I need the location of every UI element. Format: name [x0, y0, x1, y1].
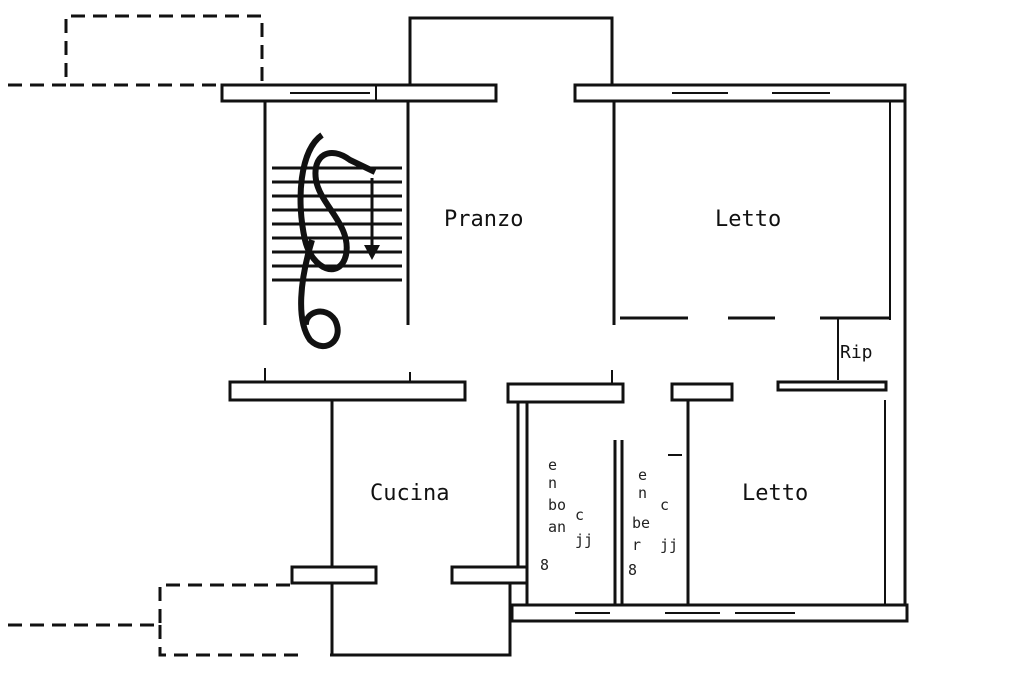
bottom-wall — [510, 603, 909, 623]
wall-entrance-protrusion — [408, 16, 614, 85]
room-label-letto-bottom: Letto — [742, 481, 808, 506]
svg-text:an: an — [548, 518, 566, 536]
svg-text:bo: bo — [548, 496, 566, 514]
wall-letto-top-bottom — [620, 316, 890, 380]
svg-text:jj: jj — [575, 531, 593, 549]
room-label-pranzo: Pranzo — [444, 207, 523, 232]
svg-text:r: r — [632, 536, 641, 554]
balcony-top-left — [8, 14, 264, 87]
top-wall — [220, 83, 907, 103]
svg-text:n: n — [548, 474, 557, 492]
svg-text:be: be — [632, 514, 650, 532]
staircase-icon — [272, 132, 402, 349]
svg-text:jj: jj — [660, 536, 678, 554]
svg-text:e: e — [638, 466, 647, 484]
room-label-cucina: Cucina — [370, 481, 449, 506]
svg-text:8: 8 — [628, 561, 637, 579]
svg-text:c: c — [660, 496, 669, 514]
svg-text:8: 8 — [540, 556, 549, 574]
room-label-ripostiglio: Rip — [840, 342, 873, 363]
cucina-walls — [290, 400, 529, 657]
room-label-letto-top: Letto — [715, 207, 781, 232]
svg-text:n: n — [638, 484, 647, 502]
bathroom-fixtures: e n bo an 8 c jj e n be r 8 c jj — [540, 456, 678, 579]
stair-arrow-icon — [364, 178, 380, 260]
middle-wall — [228, 368, 888, 404]
svg-text:e: e — [548, 456, 557, 474]
balcony-bottom-left — [8, 583, 300, 657]
svg-text:c: c — [575, 506, 584, 524]
right-wall — [884, 85, 907, 620]
bathroom-walls — [516, 400, 690, 605]
stair-well — [263, 101, 410, 325]
